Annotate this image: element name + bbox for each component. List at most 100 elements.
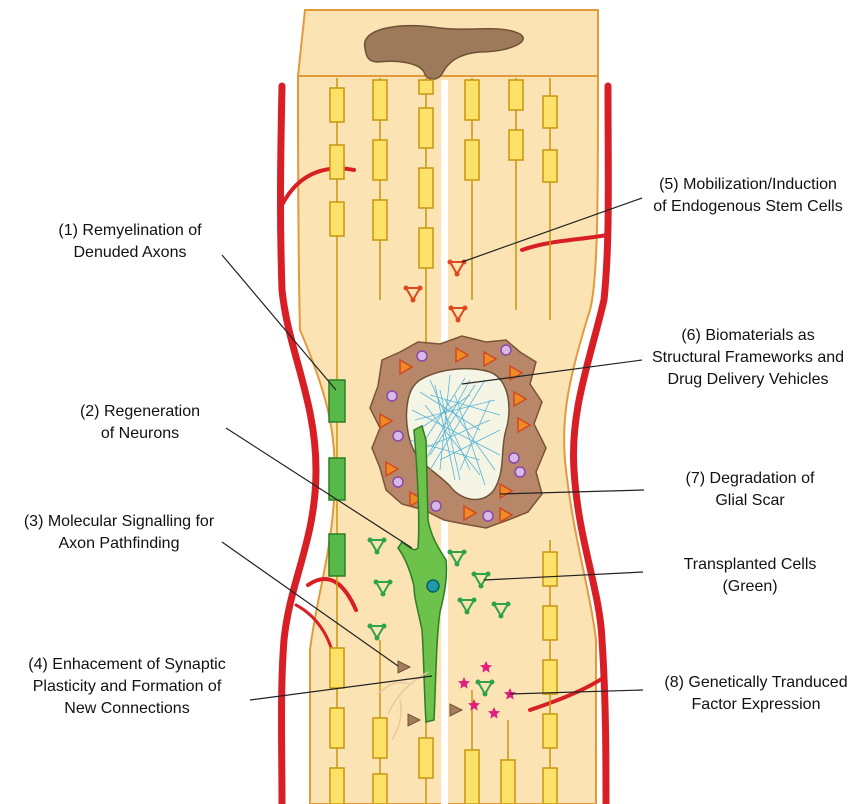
myelin-segment [509,80,523,110]
myelin-segment [330,768,344,804]
stem-cell-dot [411,298,416,303]
myelin-segment [543,714,557,748]
label-remyelination-line2: Denuded Axons [30,242,230,264]
myelin-segment [419,108,433,148]
label-biomaterials-line3: Drug Delivery Vehicles [636,369,860,391]
myelin-segment [419,228,433,268]
transplanted-cell-dot [472,572,477,577]
label-plasticity-line2: Plasticity and Formation of [2,676,252,698]
scar-circle [515,467,525,477]
myelin-segment [330,88,344,122]
transplanted-cell-dot [476,680,481,685]
myelin-segment [465,140,479,180]
transplanted-cell-dot [374,580,379,585]
stem-cell-dot [463,306,468,311]
scar-circle [393,431,403,441]
stem-cell-dot [448,260,453,265]
label-glial-scar: (7) Degradation of Glial Scar [650,468,850,512]
transplanted-cell-dot [382,624,387,629]
label-regeneration: (2) Regeneration of Neurons [60,401,220,445]
label-transplanted-line1: Transplanted Cells [650,554,850,576]
myelin-segment [373,200,387,240]
transplanted-cell-dot [368,538,373,543]
myelin-segment [373,718,387,758]
central-canal-lower [441,500,448,804]
myelin-segment [330,708,344,748]
label-stem-cells-line1: (5) Mobilization/Induction [636,174,860,196]
myelin-segment [543,768,557,804]
myelin-segment [543,660,557,694]
transplanted-cell-dot [492,602,497,607]
label-biomaterials-line2: Structural Frameworks and [636,347,860,369]
transplanted-cell-dot [458,598,463,603]
label-signalling-line2: Axon Pathfinding [4,533,234,555]
myelin-segment [419,738,433,778]
label-genetic-line1: (8) Genetically Tranduced [648,672,864,694]
transplanted-cell-dot [375,636,380,641]
label-genetic: (8) Genetically Tranduced Factor Express… [648,672,864,716]
label-remyelination: (1) Remyelination of Denuded Axons [30,220,230,264]
myelin-segment [373,140,387,180]
transplanted-cell-dot [368,624,373,629]
transplanted-cell-dot [388,580,393,585]
green-myelin-segment [329,380,345,422]
stem-cell-dot [456,318,461,323]
label-biomaterials: (6) Biomaterials as Structural Framework… [636,325,860,391]
myelin-segment [543,96,557,128]
green-myelin-segment [329,458,345,500]
scar-circle [417,351,427,361]
transplanted-cell-dot [375,550,380,555]
scar-circle [431,501,441,511]
transplanted-cell-dot [462,550,467,555]
myelin-segment [330,145,344,179]
label-remyelination-line1: (1) Remyelination of [30,220,230,242]
myelin-segment [465,80,479,120]
myelin-segment [543,552,557,586]
scar-circle [393,477,403,487]
stem-cell-dot [455,272,460,277]
label-biomaterials-line1: (6) Biomaterials as [636,325,860,347]
green-myelin-segment [329,534,345,576]
myelin-segment [501,760,515,804]
neuron-nucleus [427,580,439,592]
central-canal [441,80,448,346]
transplanted-cell-dot [499,614,504,619]
myelin-segment [330,648,344,688]
label-plasticity: (4) Enhacement of Synaptic Plasticity an… [2,654,252,720]
label-stem-cells: (5) Mobilization/Induction of Endogenous… [636,174,860,218]
transplanted-cell-dot [479,584,484,589]
transplanted-cell-dot [381,592,386,597]
label-glial-scar-line2: Glial Scar [650,490,850,512]
label-genetic-line2: Factor Expression [648,694,864,716]
myelin-segment [419,168,433,208]
transplanted-cell-dot [448,550,453,555]
label-plasticity-line3: New Connections [2,698,252,720]
myelin-segment [509,130,523,160]
label-transplanted: Transplanted Cells (Green) [650,554,850,598]
label-plasticity-line1: (4) Enhacement of Synaptic [2,654,252,676]
label-glial-scar-line1: (7) Degradation of [650,468,850,490]
transplanted-cell-dot [506,602,511,607]
myelin-segment [543,150,557,182]
myelin-segment [543,606,557,640]
myelin-segment [373,774,387,804]
myelin-segment [465,750,479,804]
scar-circle [501,345,511,355]
transplanted-cell-dot [455,562,460,567]
transplanted-cell-dot [490,680,495,685]
label-signalling-line1: (3) Molecular Signalling for [4,511,234,533]
label-regeneration-line2: of Neurons [60,423,220,445]
scar-circle [387,391,397,401]
transplanted-cell-dot [382,538,387,543]
myelin-segment [373,80,387,120]
scar-circle [509,453,519,463]
scar-circle [483,511,493,521]
myelin-segment [419,80,433,94]
label-transplanted-line2: (Green) [650,576,850,598]
stem-cell-dot [418,286,423,291]
remyelinated-segments [329,380,345,576]
transplanted-cell-dot [465,610,470,615]
label-stem-cells-line2: of Endogenous Stem Cells [636,196,860,218]
label-signalling: (3) Molecular Signalling for Axon Pathfi… [4,511,234,555]
transplanted-cell-dot [472,598,477,603]
